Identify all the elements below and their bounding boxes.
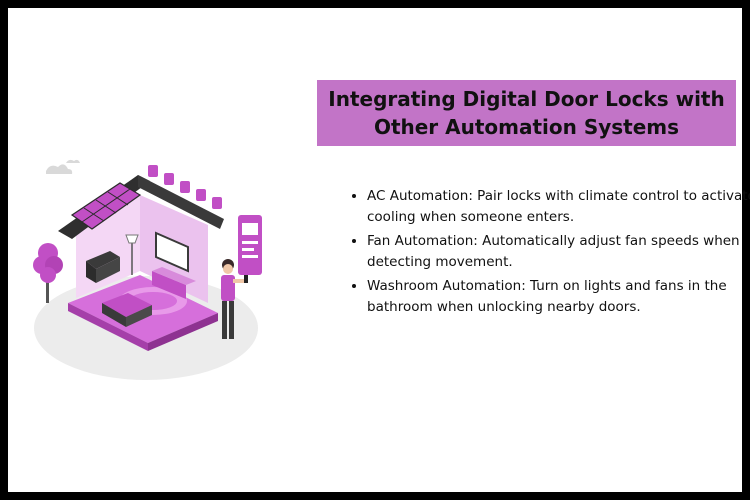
smart-home-illustration <box>28 153 278 388</box>
bullet-washroom-automation: Washroom Automation: Turn on lights and … <box>367 276 750 317</box>
automation-bullet-list: AC Automation: Pair locks with climate c… <box>344 186 750 321</box>
slide-card: Integrating Digital Door Locks with Othe… <box>8 8 750 492</box>
bullet-fan-automation: Fan Automation: Automatically adjust fan… <box>367 231 750 272</box>
title-banner: Integrating Digital Door Locks with Othe… <box>317 80 736 146</box>
page-title-line-1: Integrating Digital Door Locks with <box>328 87 725 111</box>
bullet-ac-automation: AC Automation: Pair locks with climate c… <box>367 186 750 227</box>
smart-home-illustration-icon <box>33 159 262 380</box>
page-title-line-2: Other Automation Systems <box>373 115 680 139</box>
